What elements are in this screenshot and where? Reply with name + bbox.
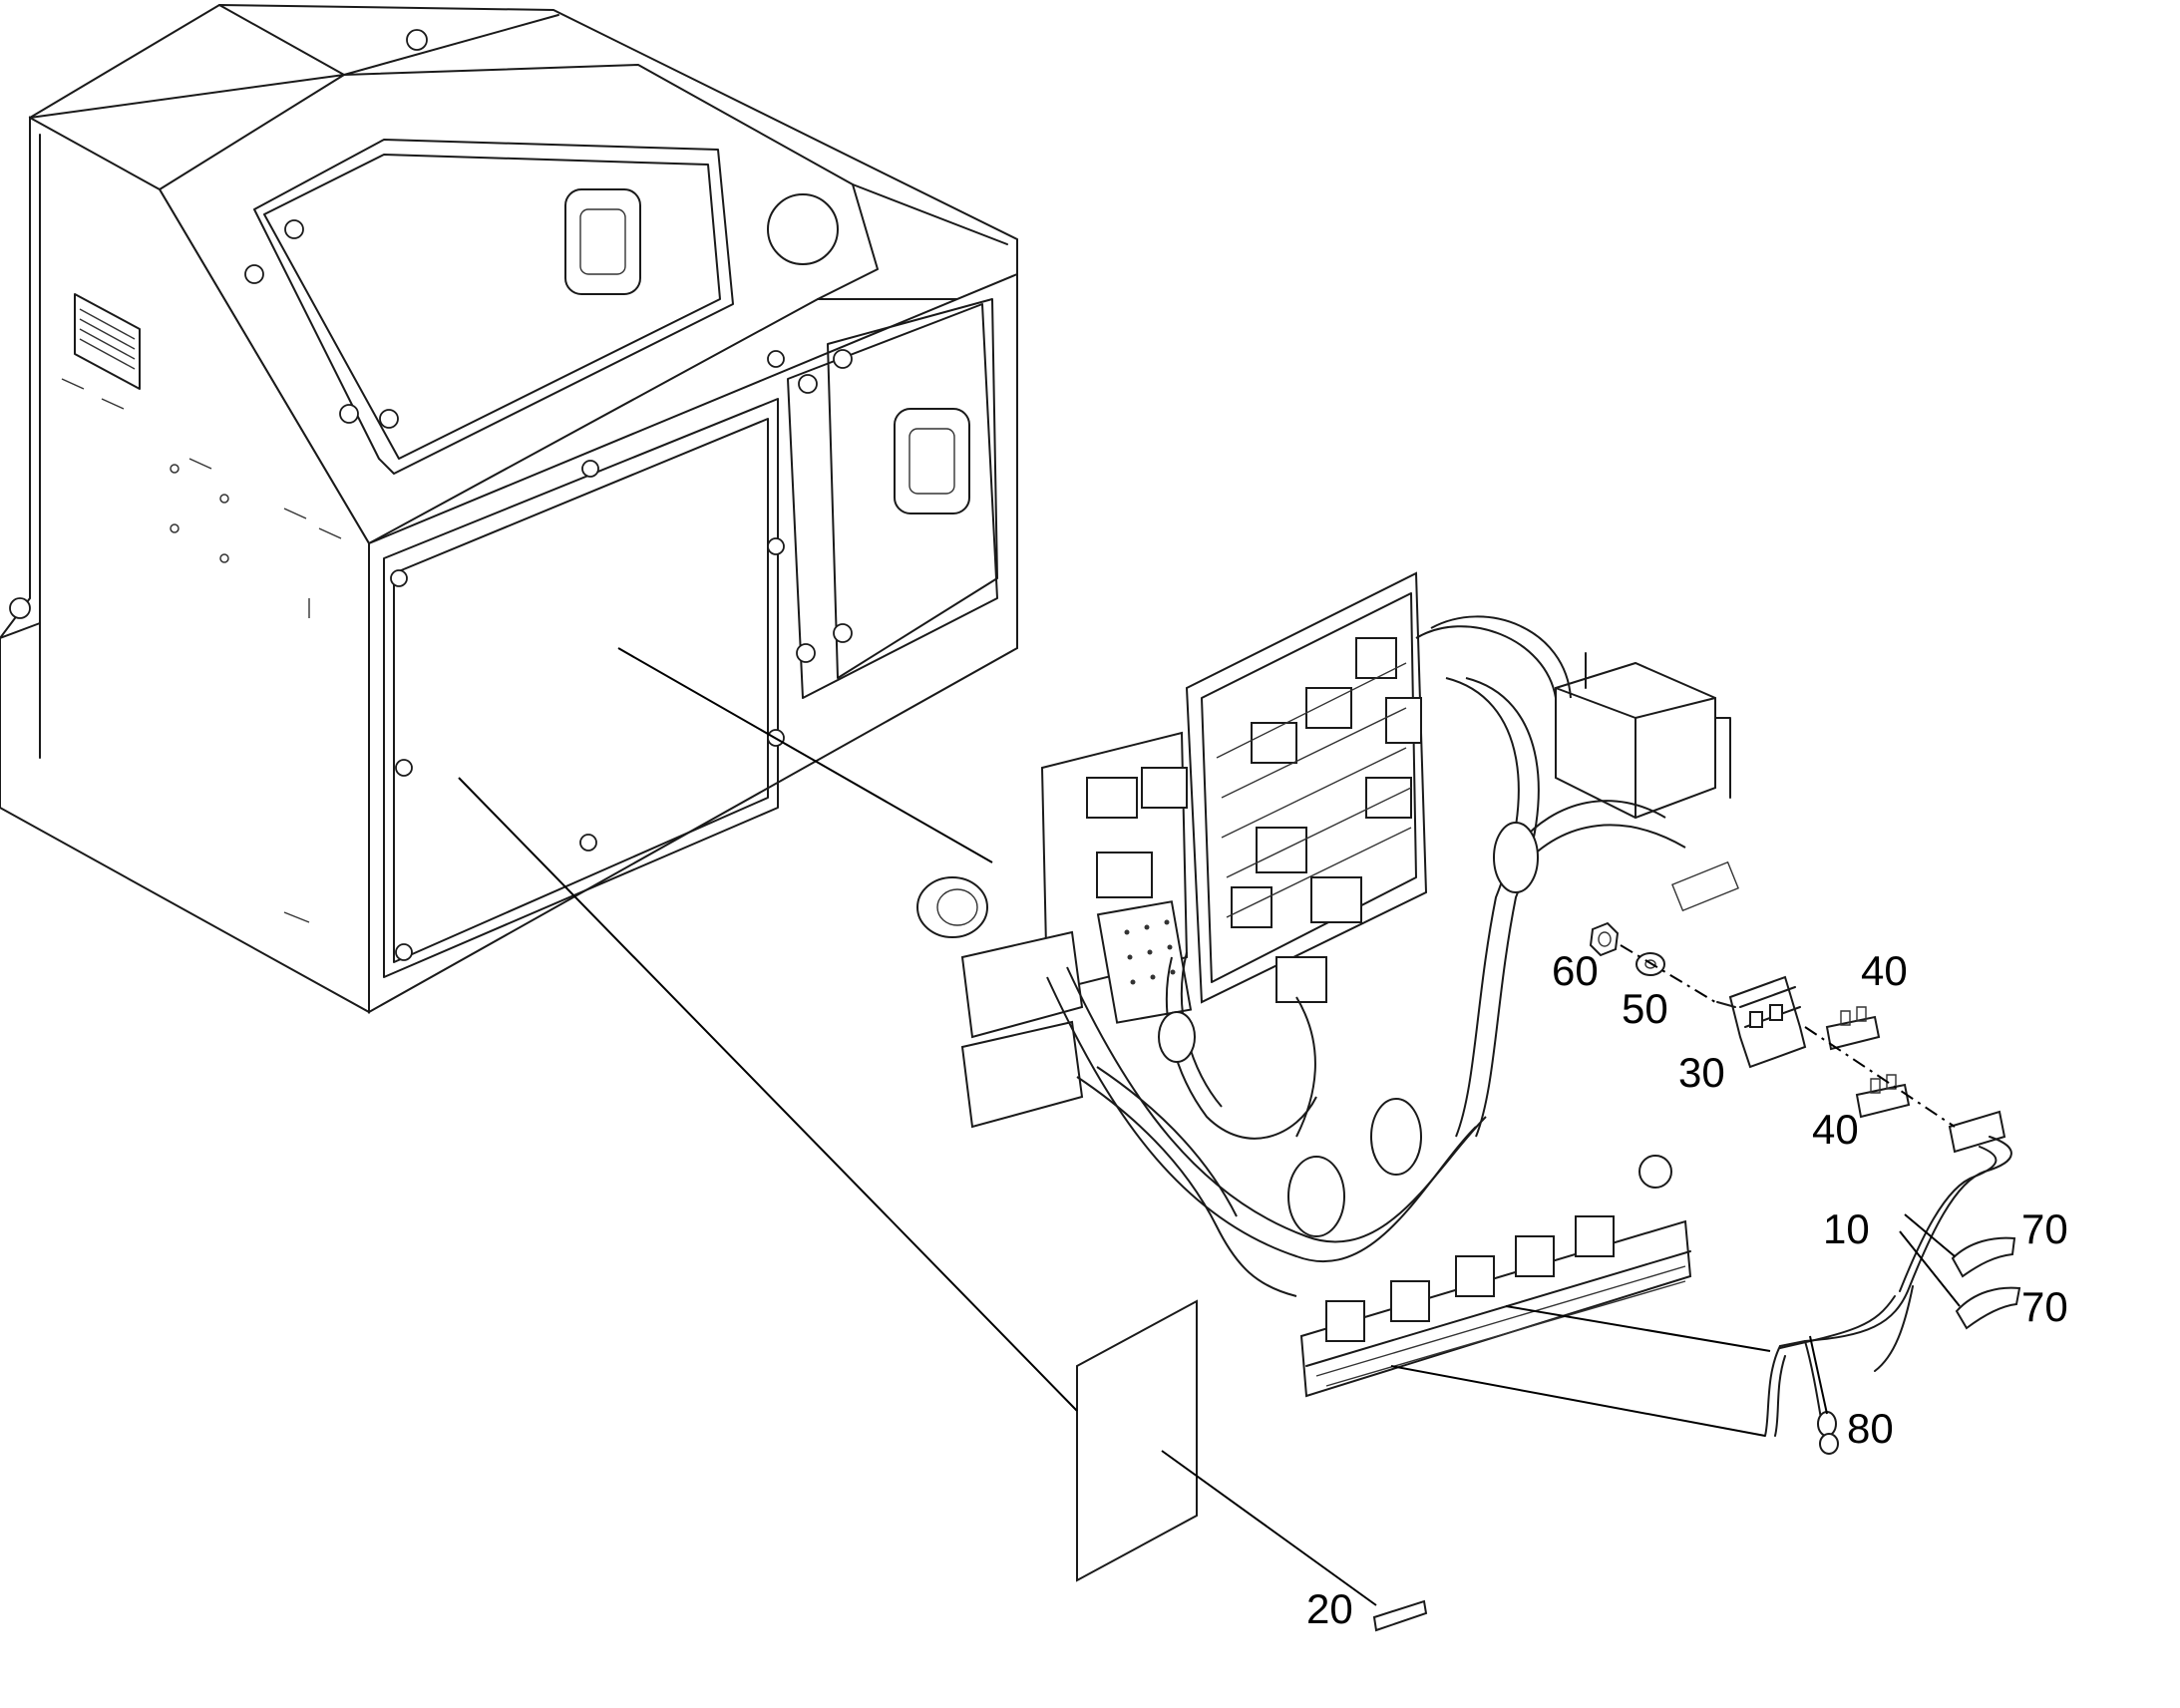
callout-30: 30	[1678, 1049, 1725, 1096]
wiring-diagram-sheet	[1077, 1301, 1197, 1580]
cabinet-enclosure	[0, 5, 1017, 1012]
callout-40-lower: 40	[1812, 1106, 1859, 1153]
part-60-nut	[1591, 923, 1618, 955]
part-70-cable-tie-lower	[1957, 1288, 2019, 1328]
part-30-fuse-holder	[1717, 977, 1805, 1067]
callout-80: 80	[1847, 1405, 1894, 1452]
callout-40-upper: 40	[1861, 947, 1908, 994]
control-panel-assembly	[917, 573, 1738, 1396]
part-70-cable-tie-upper	[1953, 1238, 2014, 1276]
callout-10: 10	[1823, 1205, 1870, 1252]
callout-70-lower: 70	[2021, 1283, 2068, 1330]
part-10-fuse-harness	[1765, 1112, 2011, 1441]
callout-60: 60	[1552, 947, 1599, 994]
part-80-clip	[1818, 1412, 1838, 1454]
callout-70-upper: 70	[2021, 1205, 2068, 1252]
callout-50: 50	[1622, 985, 1668, 1032]
callout-20: 20	[1306, 1585, 1353, 1632]
callout-labels: 60 50 30 40 40 10 70 70 80 20	[1306, 947, 2068, 1632]
part-40-fuse-lower	[1857, 1075, 1909, 1117]
leader-lines	[459, 648, 1960, 1605]
part-40-fuse-upper	[1827, 1007, 1879, 1049]
part-20-label	[1374, 1601, 1426, 1630]
